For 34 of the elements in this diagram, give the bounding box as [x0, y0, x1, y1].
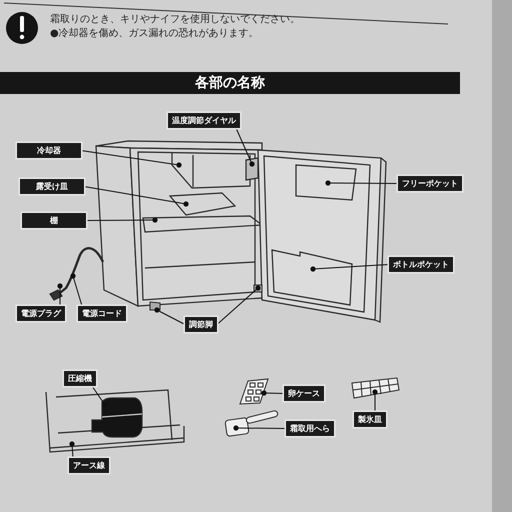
part-label: 調節脚	[185, 317, 217, 332]
section-heading: 各部の名称	[0, 72, 460, 94]
leader-line	[57, 283, 63, 306]
part-label: 電源プラグ	[17, 306, 65, 321]
part-label: 圧縮機	[64, 371, 96, 386]
leader-line	[80, 150, 182, 168]
leader-line	[236, 128, 255, 167]
leader-line	[233, 425, 286, 431]
part-label: 棚	[22, 213, 86, 228]
leader-line	[325, 180, 398, 186]
leader-line	[310, 264, 390, 272]
part-label: 霜取用へら	[286, 421, 334, 436]
leader-line	[70, 273, 82, 306]
part-label: 製氷皿	[354, 412, 386, 427]
part-label: アース線	[69, 458, 109, 473]
part-label: 温度調節ダイヤル	[168, 113, 240, 128]
leader-line	[261, 390, 284, 396]
warning-text: 霜取りのとき、キリやナイフを使用しないでください。	[50, 14, 300, 26]
leader-line	[86, 217, 158, 223]
part-label: 卵ケース	[284, 386, 324, 401]
part-label: 電源コード	[78, 306, 126, 321]
spatula-drawing	[224, 410, 279, 437]
leader-line	[154, 307, 186, 325]
leader-line	[84, 186, 189, 207]
leader-line	[69, 441, 75, 458]
leader-line	[216, 285, 261, 325]
part-label: フリーポケット	[398, 176, 462, 191]
part-label: 冷却器	[17, 143, 81, 158]
ice-tray-drawing	[351, 377, 400, 399]
warning-text: ●冷却器を傷め、ガス漏れの恐れがあります。	[50, 28, 259, 40]
part-label: ボトルポケット	[389, 257, 453, 272]
leader-line	[372, 389, 378, 412]
egg-case-drawing	[239, 378, 269, 405]
part-label: 露受け皿	[20, 179, 84, 194]
